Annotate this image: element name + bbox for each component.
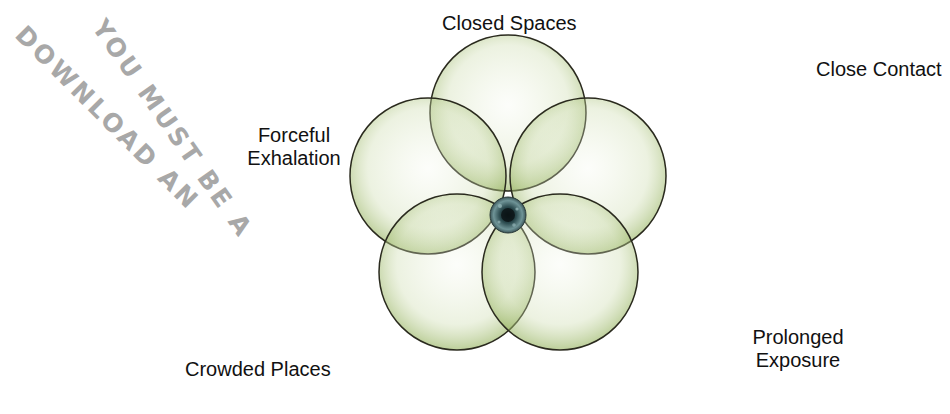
virus-icon bbox=[490, 197, 526, 233]
circle-label: Closed Spaces bbox=[442, 12, 577, 35]
circle-label: Forceful Exhalation bbox=[239, 124, 349, 170]
circle-label: Crowded Places bbox=[185, 358, 331, 381]
circle-label: Close Contact bbox=[816, 58, 942, 81]
circle bbox=[482, 194, 638, 350]
circle-label: Prolonged Exposure bbox=[743, 326, 853, 372]
